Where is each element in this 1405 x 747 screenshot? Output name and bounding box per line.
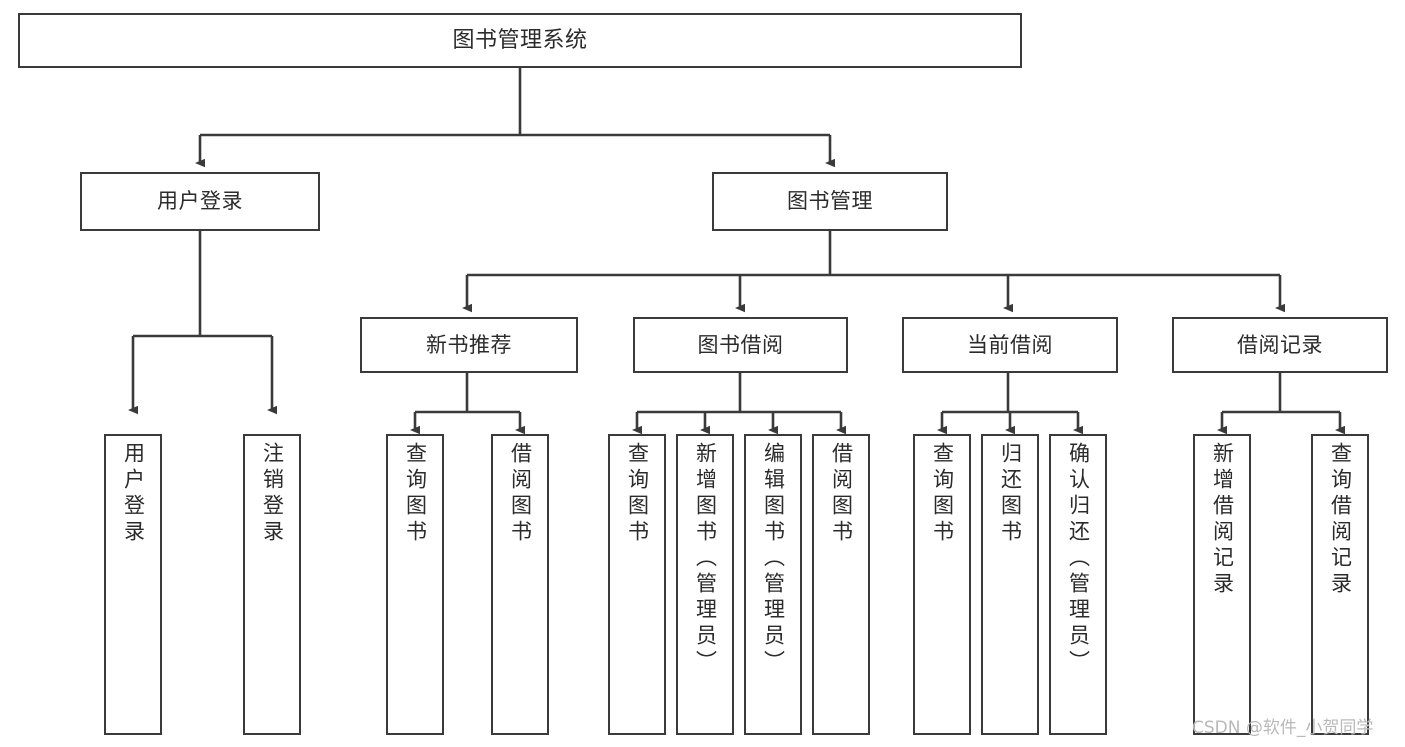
node-label: 查询图书 — [403, 442, 428, 546]
node-label: 当前借阅 — [967, 332, 1053, 357]
node-current-borrow[interactable]: 当前借阅 — [902, 317, 1118, 373]
node-label: 用户登录 — [121, 442, 146, 546]
leaf-new-book-borrow-book[interactable]: 借阅图书 — [491, 434, 549, 735]
leaf-borrow-record-add-record[interactable]: 新增借阅记录 — [1193, 434, 1251, 735]
node-label: 图书管理系统 — [452, 27, 588, 53]
node-label: 新增图书（管理员） — [693, 442, 718, 676]
node-label: 借阅记录 — [1237, 332, 1323, 357]
edges-root-to-level2 — [195, 68, 835, 168]
leaf-book-borrow-edit-book-admin[interactable]: 编辑图书（管理员） — [744, 434, 802, 735]
leaf-new-book-query-book[interactable]: 查询图书 — [386, 434, 444, 735]
node-label: 注销登录 — [260, 442, 285, 546]
node-borrow-record[interactable]: 借阅记录 — [1172, 317, 1388, 373]
edges-currentborrow-to-leaves — [937, 373, 1083, 435]
node-root-book-management-system[interactable]: 图书管理系统 — [18, 13, 1022, 68]
leaf-current-borrow-confirm-return-admin[interactable]: 确认归还（管理员） — [1049, 434, 1107, 735]
edges-userlogin-to-leaves — [128, 231, 277, 415]
node-label: 归还图书 — [998, 442, 1023, 546]
leaf-book-borrow-query-book[interactable]: 查询图书 — [608, 434, 666, 735]
node-label: 借阅图书 — [829, 442, 854, 546]
node-label: 编辑图书（管理员） — [761, 442, 786, 676]
leaf-current-borrow-query-book[interactable]: 查询图书 — [913, 434, 971, 735]
node-label: 查询借阅记录 — [1328, 442, 1353, 598]
leaf-current-borrow-return-book[interactable]: 归还图书 — [981, 434, 1039, 735]
node-book-management[interactable]: 图书管理 — [712, 172, 948, 231]
leaf-user-login-signout[interactable]: 注销登录 — [243, 434, 301, 735]
edges-bookborrow-to-leaves — [632, 373, 846, 435]
node-label: 图书管理 — [787, 189, 873, 214]
node-label: 新增借阅记录 — [1210, 442, 1235, 598]
edges-borrowrecord-to-leaves — [1217, 373, 1345, 435]
node-user-login[interactable]: 用户登录 — [80, 172, 320, 231]
leaf-book-borrow-add-book-admin[interactable]: 新增图书（管理员） — [676, 434, 734, 735]
node-book-borrow[interactable]: 图书借阅 — [633, 317, 848, 373]
node-label: 图书借阅 — [697, 332, 784, 357]
node-label: 新书推荐 — [426, 332, 512, 357]
leaf-user-login-signin[interactable]: 用户登录 — [104, 434, 162, 735]
node-label: 借阅图书 — [508, 442, 533, 546]
leaf-borrow-record-query-record[interactable]: 查询借阅记录 — [1311, 434, 1369, 735]
node-label: 查询图书 — [930, 442, 955, 546]
node-label: 查询图书 — [625, 442, 650, 546]
leaf-book-borrow-borrow-book[interactable]: 借阅图书 — [812, 434, 870, 735]
node-label: 用户登录 — [157, 189, 243, 214]
node-new-book-recommend[interactable]: 新书推荐 — [360, 317, 578, 373]
node-label: 确认归还（管理员） — [1066, 442, 1091, 676]
edges-newbook-to-leaves — [410, 373, 525, 435]
edges-bookmanage-to-level3 — [462, 231, 1285, 313]
